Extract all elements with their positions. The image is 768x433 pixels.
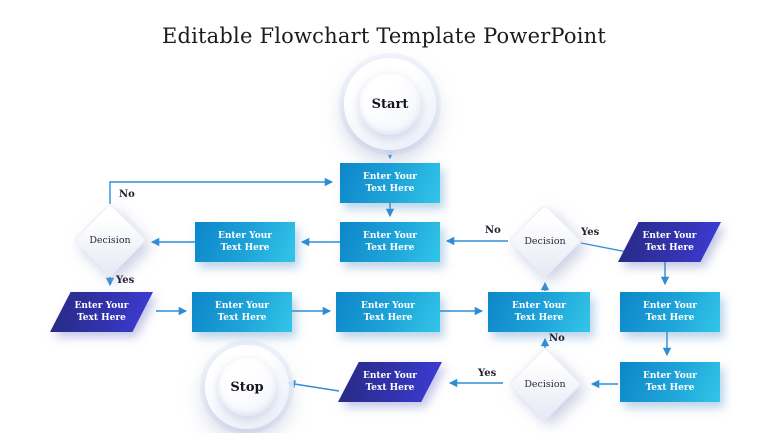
edge-label-no-bottom: No <box>549 333 565 344</box>
edge-label-yes-left: Yes <box>116 275 135 286</box>
stop-label: Stop <box>230 379 264 395</box>
decision-diamond-right-label: Decision <box>524 235 566 247</box>
edge-label-yes-right: Yes <box>581 227 600 238</box>
page-title: Editable Flowchart Template PowerPoint <box>161 24 607 48</box>
decision-diamond-bottom-label: Decision <box>524 378 566 390</box>
process-box-left[interactable]: Enter Your Text Here <box>195 222 295 262</box>
io-parallelogram-bottom-shape: Enter Your Text Here <box>338 362 442 402</box>
process-box-right-bottom[interactable]: Enter Your Text Here <box>620 362 720 402</box>
connector-diamondleft-no-elbow <box>109 177 334 204</box>
edge-label-no-right: No <box>485 225 501 236</box>
edge-label-yes-bottom: Yes <box>478 368 497 379</box>
decision-diamond-left[interactable]: Decision <box>73 203 147 277</box>
io-parallelogram-right[interactable]: Enter Your Text Here <box>618 222 721 262</box>
process-box-right-top[interactable]: Enter Your Text Here <box>620 292 720 332</box>
io-parallelogram-left-shape: Enter Your Text Here <box>50 292 153 332</box>
stop-node[interactable]: Stop <box>205 345 289 429</box>
start-label: Start <box>371 96 409 112</box>
start-node-inner: Start <box>359 73 421 135</box>
start-node[interactable]: Start <box>344 58 436 150</box>
process-box-mid[interactable]: Enter Your Text Here <box>340 222 440 262</box>
connector-parabottom-to-stop <box>286 379 340 392</box>
process-box-row3-a[interactable]: Enter Your Text Here <box>192 292 292 332</box>
process-box-row3-c[interactable]: Enter Your Text Here <box>488 292 590 332</box>
process-box-top[interactable]: Enter Your Text Here <box>340 163 440 203</box>
io-parallelogram-bottom[interactable]: Enter Your Text Here <box>338 362 442 402</box>
process-box-row3-b[interactable]: Enter Your Text Here <box>336 292 440 332</box>
io-parallelogram-left[interactable]: Enter Your Text Here <box>50 292 153 332</box>
stop-node-inner: Stop <box>218 358 276 416</box>
decision-diamond-left-label: Decision <box>89 234 131 246</box>
edge-label-no-left: No <box>119 189 135 200</box>
io-parallelogram-right-shape: Enter Your Text Here <box>618 222 721 262</box>
decision-diamond-bottom[interactable]: Decision <box>508 347 582 421</box>
decision-diamond-right[interactable]: Decision <box>508 204 582 278</box>
